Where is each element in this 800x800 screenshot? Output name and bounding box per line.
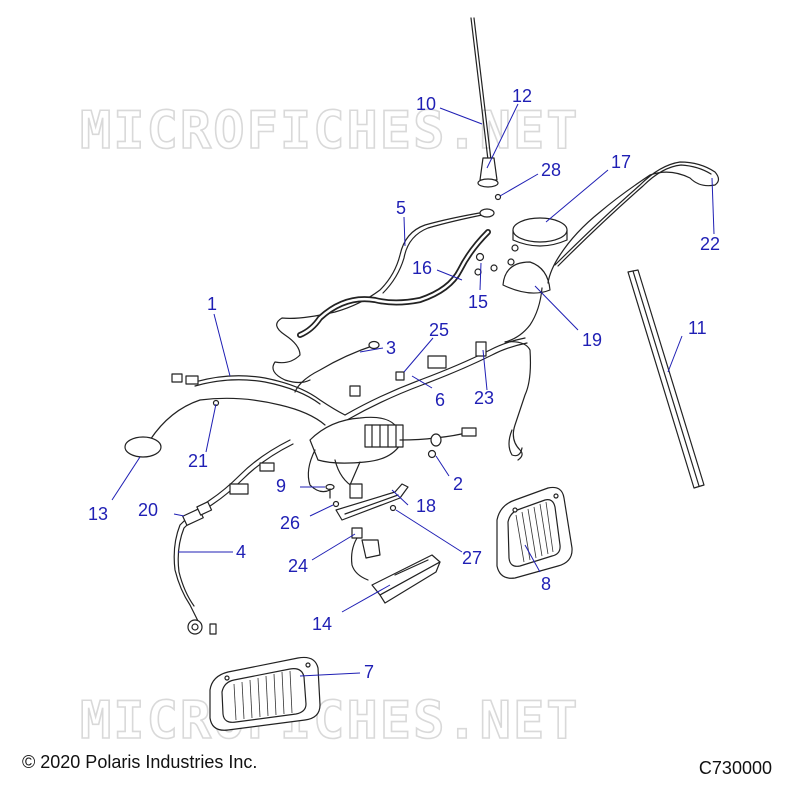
gps-lead-21[interactable] xyxy=(149,397,326,441)
screw-27[interactable] xyxy=(389,504,397,512)
antenna-cable-22[interactable] xyxy=(547,161,720,284)
callout-20: 20 xyxy=(138,500,158,520)
nut-15b[interactable] xyxy=(490,264,498,272)
callout-11: 11 xyxy=(688,318,707,338)
callout-6: 6 xyxy=(435,390,445,410)
callout-16: 16 xyxy=(412,258,432,278)
screw-26[interactable] xyxy=(332,500,340,508)
callout-21: 21 xyxy=(188,451,208,471)
screw-9[interactable] xyxy=(325,483,335,499)
watermark-bottom: MICROFICHES.NET xyxy=(80,691,580,751)
cover-14[interactable] xyxy=(371,554,441,604)
puck-antenna[interactable] xyxy=(512,217,568,247)
bracket-18[interactable] xyxy=(335,483,409,521)
callout-9: 9 xyxy=(276,476,286,496)
connector-24[interactable] xyxy=(350,527,381,581)
callout-28: 28 xyxy=(541,160,561,180)
trim-strip[interactable] xyxy=(627,269,705,489)
main-cable-1[interactable] xyxy=(194,375,346,416)
antenna-housing[interactable] xyxy=(502,261,551,294)
callout-7: 7 xyxy=(364,662,374,682)
speaker-8[interactable] xyxy=(496,486,573,579)
wire-harness[interactable] xyxy=(307,337,528,499)
leader-lines xyxy=(111,103,715,677)
speaker-7[interactable] xyxy=(209,656,321,731)
callout-18: 18 xyxy=(416,496,436,516)
lead-3[interactable] xyxy=(294,344,376,393)
callout-14: 14 xyxy=(312,614,332,634)
connector-20[interactable] xyxy=(182,501,213,526)
callout-3: 3 xyxy=(386,338,396,358)
callout-17: 17 xyxy=(611,152,631,172)
callout-24: 24 xyxy=(288,556,308,576)
callout-22: 22 xyxy=(700,234,720,254)
callout-23: 23 xyxy=(474,388,494,408)
nut-15d[interactable] xyxy=(511,244,519,252)
callout-27: 27 xyxy=(462,548,482,568)
callout-5: 5 xyxy=(396,198,406,218)
callout-25: 25 xyxy=(429,320,449,340)
callout-4: 4 xyxy=(236,542,246,562)
antenna-lead-5[interactable] xyxy=(272,211,486,384)
callout-13: 13 xyxy=(88,504,108,524)
harness-lead-4[interactable] xyxy=(173,439,291,626)
ground-strap[interactable] xyxy=(297,229,491,338)
drawing-code: C730000 xyxy=(698,758,772,778)
gps-puck-13[interactable] xyxy=(124,436,162,458)
callout-1: 1 xyxy=(207,294,217,314)
callout-15: 15 xyxy=(468,292,488,312)
callout-10: 10 xyxy=(416,94,436,114)
screw-2[interactable] xyxy=(427,449,437,459)
callout-26: 26 xyxy=(280,513,300,533)
antenna-mast[interactable] xyxy=(470,17,499,188)
callout-2: 2 xyxy=(453,474,463,494)
callout-12: 12 xyxy=(512,86,532,106)
copyright-notice: © 2020 Polaris Industries Inc. xyxy=(22,752,258,772)
callout-labels: 10 12 28 17 22 5 16 15 19 11 1 3 25 6 23… xyxy=(88,86,720,682)
nut-15c[interactable] xyxy=(507,258,515,266)
callout-8: 8 xyxy=(541,574,551,594)
washer-28[interactable] xyxy=(494,193,502,201)
nut-15[interactable] xyxy=(475,252,485,262)
callout-19: 19 xyxy=(582,330,602,350)
